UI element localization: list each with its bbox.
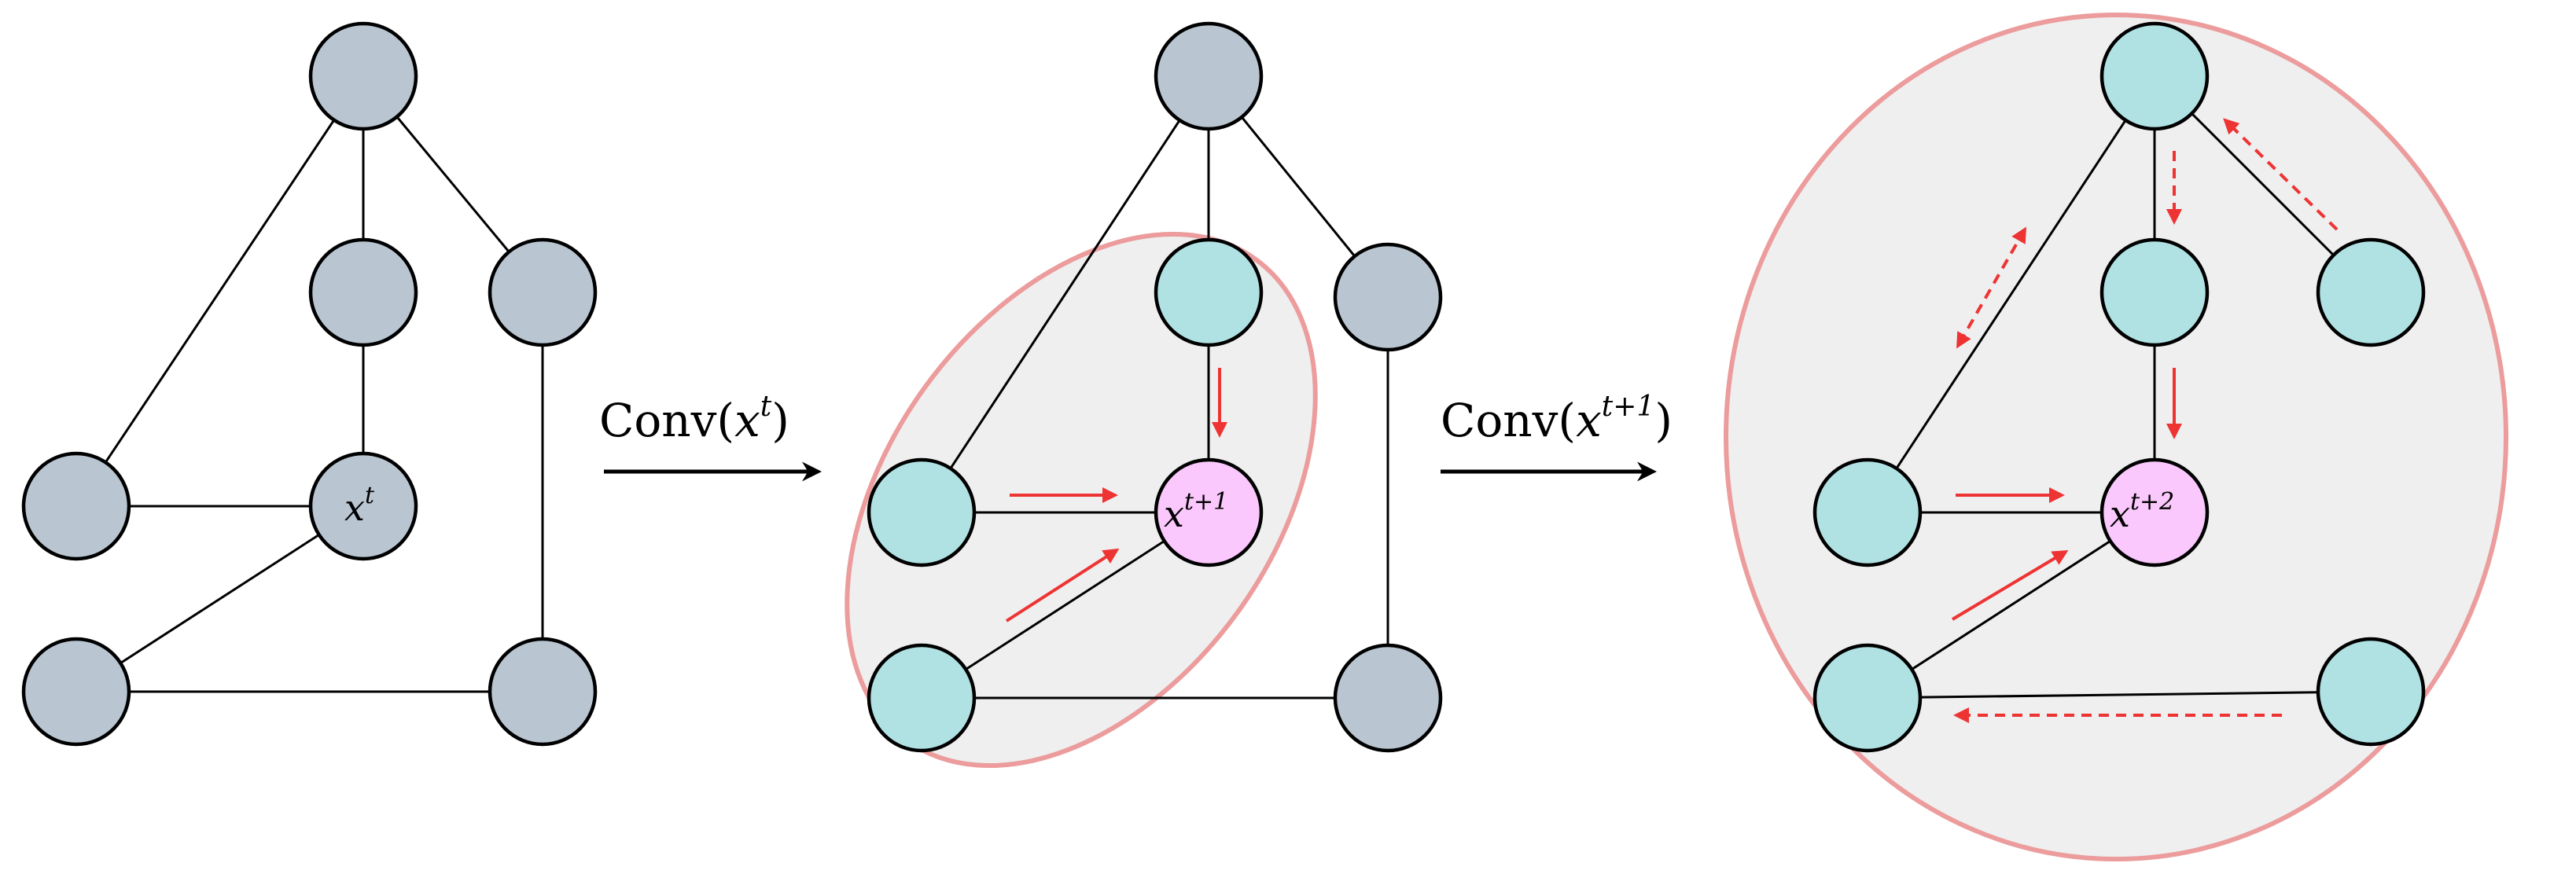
node: [1154, 21, 1264, 131]
graph-step-t-plus-2: xt+2: [1724, 13, 2508, 861]
graph-step-t-plus-1: xt+1: [845, 21, 1443, 769]
edge: [920, 75, 1210, 513]
center-node-label: xt+2: [2110, 488, 2174, 535]
node: [488, 637, 598, 747]
node: [21, 637, 131, 747]
node: [1812, 457, 1923, 567]
edge: [1867, 690, 2372, 700]
node: [1154, 237, 1264, 347]
edge: [75, 75, 365, 507]
arrow-right-icon: [1005, 548, 1120, 622]
graph1-nodes: [21, 21, 598, 747]
node: [308, 237, 418, 347]
graph2-nodes: [867, 21, 1443, 753]
conv-step-2: Conv(xt+1): [1441, 391, 1673, 482]
node: [308, 21, 418, 131]
dashed-arrow-up-left-icon: [2223, 118, 2339, 231]
conv-label-2: Conv(xt+1): [1441, 391, 1673, 447]
center-node: [2099, 457, 2210, 567]
center-node-label: xt+1: [1164, 488, 1228, 535]
graph3-nodes: [1812, 21, 2426, 753]
center-node: [1154, 457, 1264, 567]
arrow-right-icon: [1951, 549, 2069, 621]
edge: [921, 511, 1209, 700]
node: [1333, 643, 1443, 753]
graph2-message-arrows: [1005, 368, 1227, 622]
node: [2316, 637, 2426, 747]
node: [21, 451, 131, 561]
center-node: [308, 451, 418, 561]
conv-step-1: Conv(xt): [599, 391, 822, 482]
graph-step-t: xt: [21, 21, 598, 747]
node: [867, 643, 977, 753]
edge: [1867, 511, 2155, 700]
node: [867, 457, 977, 567]
node: [488, 237, 598, 347]
center-node-label: xt: [344, 482, 375, 529]
node: [2316, 237, 2426, 347]
graph1-edges: [75, 75, 544, 693]
conv-label-1: Conv(xt): [599, 391, 789, 447]
receptive-field-1hop: [845, 231, 1318, 769]
dashed-double-arrow-icon: [1956, 226, 2026, 349]
receptive-field-2hop: [1724, 13, 2508, 861]
node: [2099, 21, 2210, 131]
node: [1812, 643, 1923, 753]
graph3-message-arrows: [1951, 118, 2339, 723]
node: [2099, 237, 2210, 347]
node: [1333, 242, 1443, 352]
edge: [75, 505, 364, 693]
